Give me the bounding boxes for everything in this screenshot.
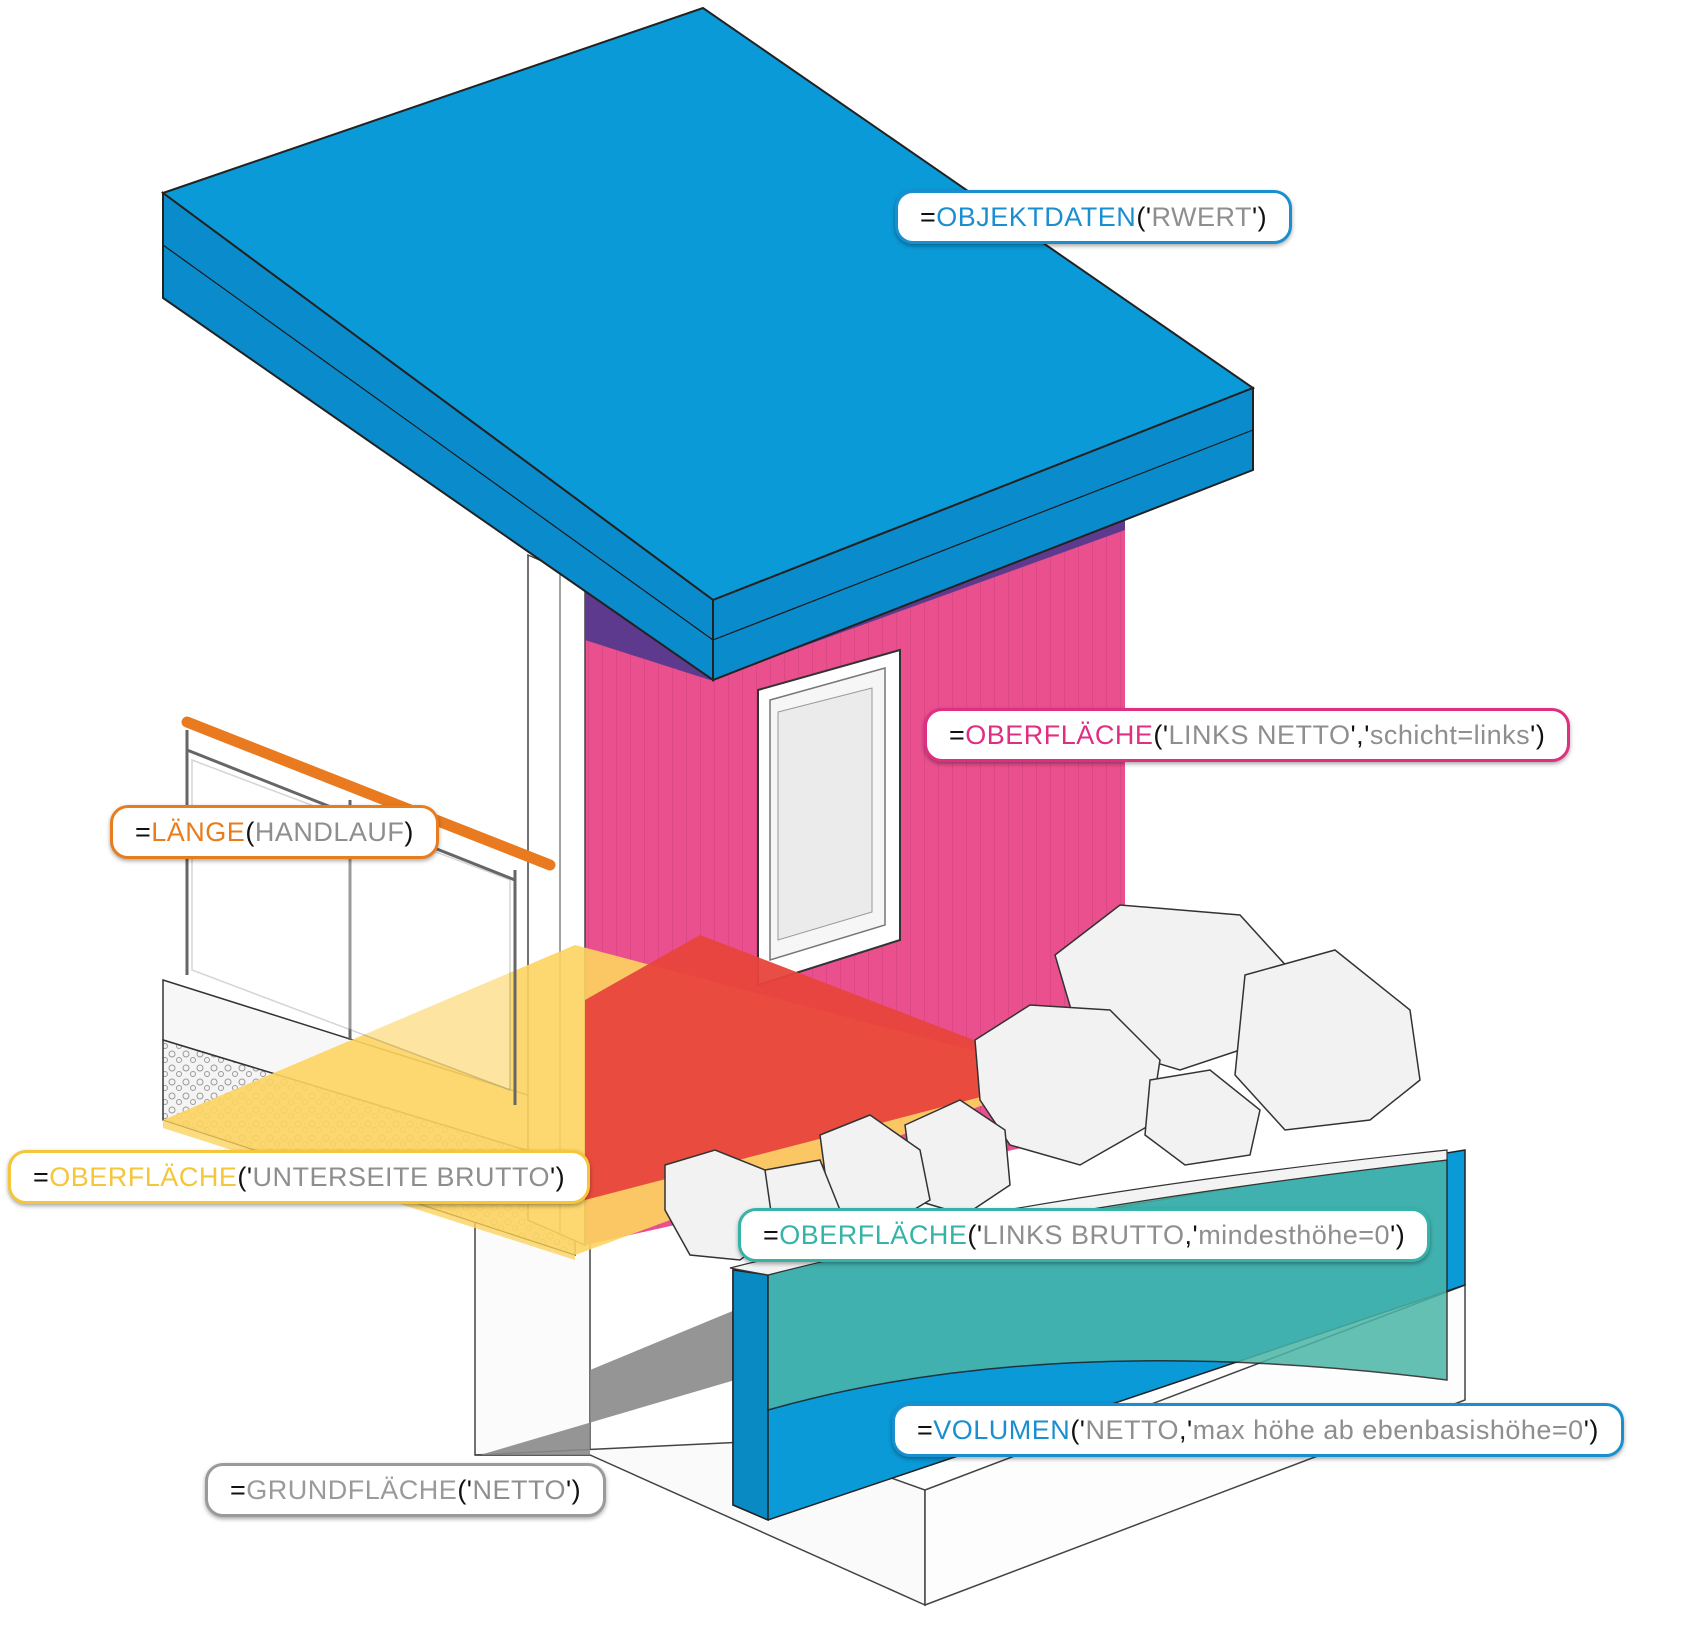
callout-text-part: NETTO bbox=[472, 1474, 566, 1505]
callout-text-part: schicht=links bbox=[1369, 719, 1531, 750]
callout-text-part: = bbox=[135, 816, 152, 847]
callout-text-part: UNTERSEITE BRUTTO bbox=[252, 1161, 551, 1192]
callout-text-part: OBERFLÄCHE bbox=[779, 1219, 968, 1250]
callout-text-part: (' bbox=[967, 1219, 983, 1250]
callout-oberflaeche-links-brutto: =OBERFLÄCHE('LINKS BRUTTO,'mindesthöhe=0… bbox=[738, 1208, 1431, 1262]
callout-text-part: = bbox=[763, 1219, 780, 1250]
callout-laenge-handlauf: =LÄNGE(HANDLAUF) bbox=[110, 805, 439, 859]
callout-text-part: (' bbox=[457, 1474, 473, 1505]
callout-objektdaten: =OBJEKTDATEN('RWERT') bbox=[895, 190, 1293, 244]
callout-text-part: (' bbox=[237, 1161, 253, 1192]
callout-text-part: OBERFLÄCHE bbox=[49, 1161, 238, 1192]
callout-text-part: ',' bbox=[1350, 719, 1370, 750]
callout-text-part: = bbox=[230, 1474, 247, 1505]
callout-text-part: LÄNGE bbox=[151, 816, 246, 847]
callout-text-part: ') bbox=[1390, 1219, 1406, 1250]
callout-text-part: ( bbox=[1136, 201, 1146, 232]
callout-text-part: = bbox=[917, 1414, 934, 1445]
callout-text-part: OBERFLÄCHE bbox=[965, 719, 1154, 750]
callout-text-part: ,' bbox=[1178, 1414, 1193, 1445]
callout-text-part: ,' bbox=[1184, 1219, 1199, 1250]
boulders bbox=[664, 904, 1421, 1261]
callout-text-part: HANDLAUF bbox=[254, 816, 405, 847]
callout-text-part: ' bbox=[1145, 201, 1152, 232]
window bbox=[757, 648, 901, 987]
callout-text-part: ) bbox=[404, 816, 414, 847]
callout-text-part: ') bbox=[1530, 719, 1546, 750]
roof bbox=[160, 6, 1256, 682]
callout-text-part: LINKS BRUTTO bbox=[982, 1219, 1185, 1250]
callout-text-part: = bbox=[949, 719, 966, 750]
ground-shadow bbox=[480, 1310, 735, 1455]
callout-text-part: GRUNDFLÄCHE bbox=[246, 1474, 458, 1505]
callout-text-part: ') bbox=[565, 1474, 582, 1505]
callout-text-part: VOLUMEN bbox=[933, 1414, 1071, 1445]
callout-text-part: (' bbox=[1153, 719, 1169, 750]
callout-text-part: ') bbox=[1251, 201, 1268, 232]
callout-text-part: (' bbox=[1070, 1414, 1086, 1445]
callout-text-part: LINKS NETTO bbox=[1168, 719, 1351, 750]
callout-text-part: ( bbox=[245, 816, 255, 847]
callout-text-part: ') bbox=[1583, 1414, 1599, 1445]
callout-text-part: OBJEKTDATEN bbox=[936, 201, 1137, 232]
callout-text-part: = bbox=[920, 201, 937, 232]
callout-oberflaeche-unterseite-brutto: =OBERFLÄCHE('UNTERSEITE BRUTTO') bbox=[8, 1150, 591, 1204]
callout-text-part: ') bbox=[550, 1161, 566, 1192]
callout-volumen-netto: =VOLUMEN('NETTO,'max höhe ab ebenbasishö… bbox=[892, 1403, 1624, 1457]
callout-text-part: mindesthöhe=0 bbox=[1198, 1219, 1391, 1250]
callout-text-part: NETTO bbox=[1085, 1414, 1179, 1445]
handrail bbox=[181, 716, 556, 871]
callout-oberflaeche-links-netto: =OBERFLÄCHE('LINKS NETTO','schicht=links… bbox=[924, 708, 1571, 762]
callout-grundflaeche-netto: =GRUNDFLÄCHE('NETTO') bbox=[205, 1463, 607, 1517]
callout-text-part: max höhe ab ebenbasishöhe=0 bbox=[1192, 1414, 1584, 1445]
callout-text-part: RWERT bbox=[1151, 201, 1252, 232]
callout-text-part: = bbox=[33, 1161, 50, 1192]
